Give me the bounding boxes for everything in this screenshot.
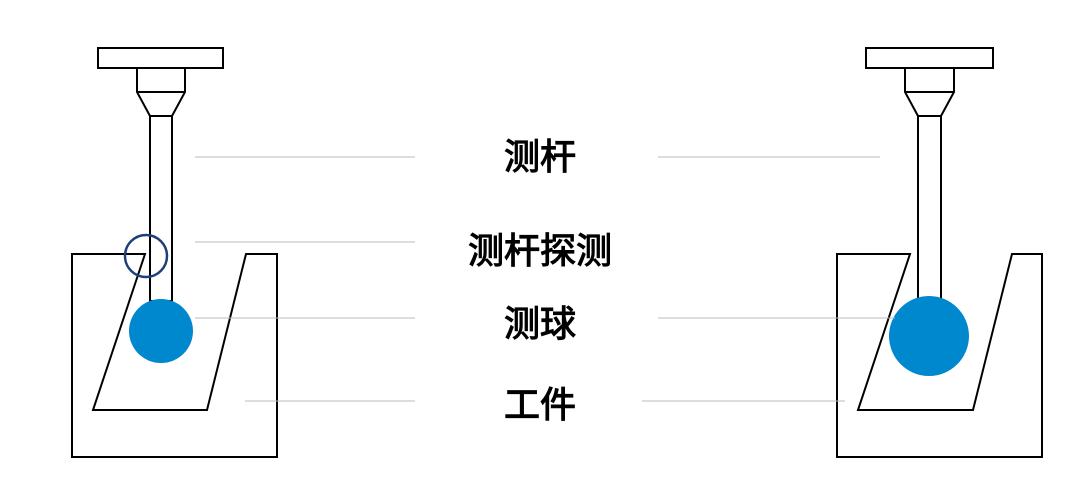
leader-lines <box>195 156 895 402</box>
label-probe-ball: 测球 <box>503 304 576 345</box>
right-workpiece-outline <box>836 253 1043 458</box>
right-workpiece <box>836 253 1043 458</box>
label-workpiece: 工件 <box>503 385 576 426</box>
left-probe-mount-plate <box>97 47 224 69</box>
left-probe-assembly <box>97 47 224 302</box>
right-probe-assembly <box>865 47 994 302</box>
right-probe-ball <box>889 296 969 376</box>
left-workpiece-outline <box>71 253 278 458</box>
label-stylus: 测杆 <box>503 137 576 178</box>
left-probe-ball <box>129 299 193 363</box>
contact-highlight-circle <box>123 233 169 279</box>
right-probe-mount-plate <box>865 47 994 69</box>
right-stylus <box>917 115 942 302</box>
left-stylus <box>149 115 173 302</box>
left-workpiece <box>71 253 278 458</box>
label-stylus-probing: 测杆探测 <box>467 231 612 272</box>
